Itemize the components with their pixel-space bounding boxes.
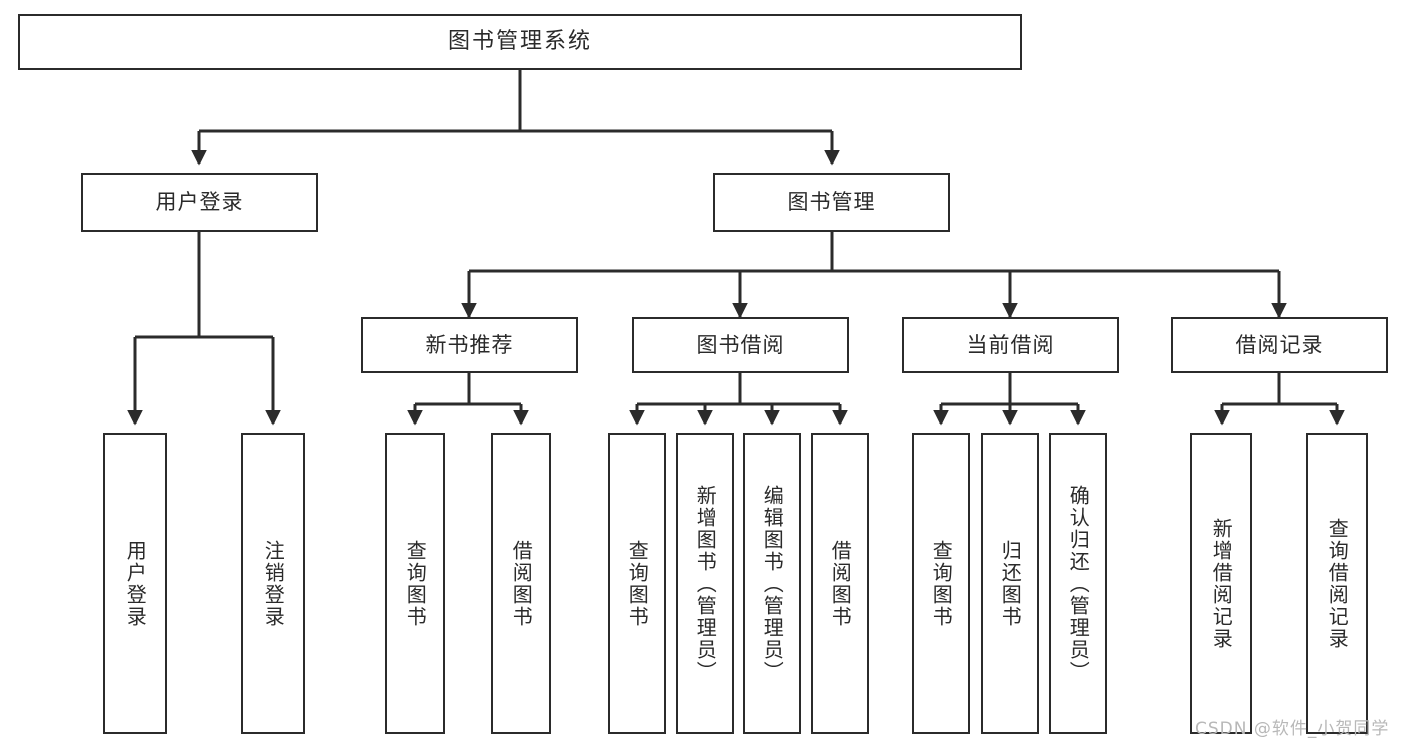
node-label: 图书借阅: [696, 332, 785, 357]
node-label: 借阅图书: [828, 539, 853, 628]
leaf-new-book-rec-2[interactable]: 借阅图书: [491, 433, 551, 734]
node-label: 用户登录: [123, 539, 148, 628]
node-label: 新书推荐: [425, 332, 514, 357]
node-label: 图书管理系统: [447, 29, 592, 55]
node-root-book-management-system[interactable]: 图书管理系统: [18, 14, 1022, 70]
node-label: 编辑图书（管理员）: [760, 484, 785, 683]
node-label: 图书管理: [787, 190, 876, 215]
node-label: 查询图书: [625, 539, 650, 628]
node-label: 借阅记录: [1235, 332, 1324, 357]
node-label: 借阅图书: [509, 539, 534, 628]
leaf-current-borrow-2[interactable]: 归还图书: [981, 433, 1039, 734]
leaf-book-borrow-3[interactable]: 编辑图书（管理员）: [743, 433, 801, 734]
node-user-login[interactable]: 用户登录: [81, 173, 318, 232]
watermark-text: CSDN @软件_小贺同学: [1195, 719, 1390, 739]
leaf-current-borrow-3[interactable]: 确认归还（管理员）: [1049, 433, 1107, 734]
node-book-borrow[interactable]: 图书借阅: [632, 317, 849, 373]
node-label: 查询借阅记录: [1325, 517, 1350, 650]
node-new-book-recommendation[interactable]: 新书推荐: [361, 317, 578, 373]
node-label: 当前借阅: [966, 332, 1055, 357]
leaf-borrow-record-1[interactable]: 新增借阅记录: [1190, 433, 1252, 734]
csdn-watermark: CSDN @软件_小贺同学: [1195, 714, 1389, 739]
node-label: 归还图书: [998, 539, 1023, 628]
leaf-current-borrow-1[interactable]: 查询图书: [912, 433, 970, 734]
leaf-borrow-record-2[interactable]: 查询借阅记录: [1306, 433, 1368, 734]
node-label: 查询图书: [403, 539, 428, 628]
leaf-book-borrow-4[interactable]: 借阅图书: [811, 433, 869, 734]
leaf-user-login-1[interactable]: 用户登录: [103, 433, 167, 734]
leaf-book-borrow-1[interactable]: 查询图书: [608, 433, 666, 734]
leaf-book-borrow-2[interactable]: 新增图书（管理员）: [676, 433, 734, 734]
node-current-borrow[interactable]: 当前借阅: [902, 317, 1119, 373]
node-borrow-record[interactable]: 借阅记录: [1171, 317, 1388, 373]
leaf-new-book-rec-1[interactable]: 查询图书: [385, 433, 445, 734]
node-label: 用户登录: [155, 190, 244, 215]
node-label: 注销登录: [261, 539, 286, 628]
node-label: 新增图书（管理员）: [693, 484, 718, 683]
node-label: 新增借阅记录: [1209, 517, 1234, 650]
node-label: 确认归还（管理员）: [1066, 484, 1091, 683]
node-label: 查询图书: [929, 539, 954, 628]
node-book-management[interactable]: 图书管理: [713, 173, 950, 232]
leaf-user-login-2[interactable]: 注销登录: [241, 433, 305, 734]
